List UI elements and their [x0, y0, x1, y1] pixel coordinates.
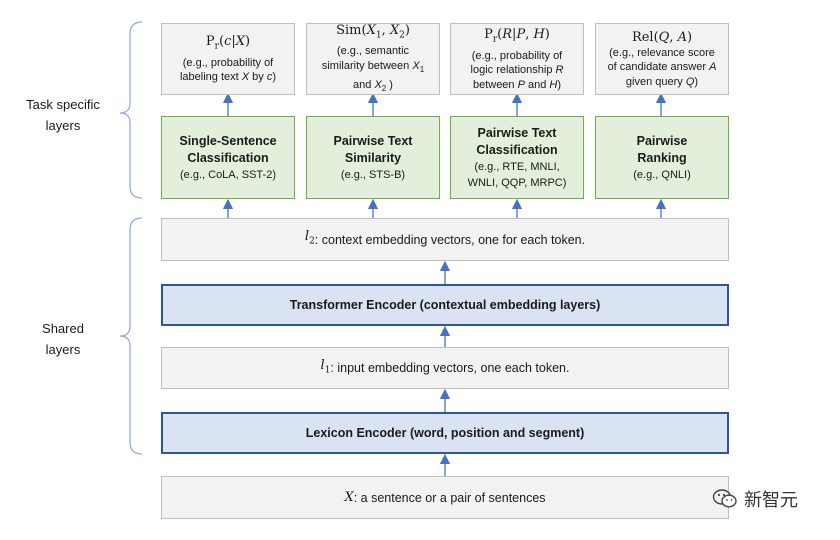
task3-output-note-line2: logic relationship R [470, 64, 564, 77]
x-symbol: X [344, 490, 354, 505]
task3-box: Pairwise Text Classification (e.g., RTE,… [450, 116, 584, 199]
task-specific-label: Task specific layers [26, 97, 100, 133]
task1-output-note-line2: labeling text X by c) [179, 71, 276, 84]
task2-output-formula: Sim(X1, X2) [336, 22, 410, 41]
task2-box: Pairwise Text Similarity (e.g., STS-B) [306, 116, 440, 199]
lexicon-encoder-box: Lexicon Encoder (word, position and segm… [161, 412, 729, 454]
shared-layers-label: Shared layers [42, 321, 84, 357]
shared-brace [119, 217, 143, 455]
task-brace [119, 21, 143, 199]
wechat-icon [712, 489, 737, 508]
watermark: 新智元 [712, 486, 798, 512]
transformer-encoder-box: Transformer Encoder (contextual embeddin… [161, 284, 729, 326]
l1-input-embedding-box: l1 : input embedding vectors, one each t… [161, 347, 729, 389]
task4-output-box: Rel(Q, A) (e.g., relevance score of cand… [595, 23, 729, 95]
task2-output-note-line3: and X2 ) [353, 78, 393, 93]
task4-output-formula: Rel(Q, A) [631, 29, 693, 45]
task4-box: Pairwise Ranking (e.g., QNLI) [595, 116, 729, 199]
l1-symbol: l1 [320, 357, 331, 376]
watermark-text: 新智元 [744, 490, 798, 510]
task1-output-formula: Pr(c|X) [205, 34, 251, 52]
task4-output-note-line2: of candidate answer A [607, 61, 717, 74]
task2-output-box: Sim(X1, X2) (e.g., semantic similarity b… [306, 23, 440, 95]
task1-box: Single-Sentence Classification (e.g., Co… [161, 116, 295, 199]
task3-output-note-line3: between P and H) [472, 78, 562, 91]
task4-output-note-line3: given query Q) [625, 75, 699, 88]
input-x-box: X : a sentence or a pair of sentences [161, 476, 729, 519]
task2-output-note-line2: similarity between X1 [321, 59, 425, 75]
task3-output-box: Pr(R|P, H) (e.g., probability of logic r… [450, 23, 584, 95]
task3-output-formula: Pr(R|P, H) [484, 26, 550, 45]
l2-symbol: l2 [304, 229, 315, 247]
task1-output-box: Pr(c|X) (e.g., probability of labeling t… [161, 23, 295, 95]
l2-context-embedding-box: l2 : context embedding vectors, one for … [161, 218, 729, 261]
